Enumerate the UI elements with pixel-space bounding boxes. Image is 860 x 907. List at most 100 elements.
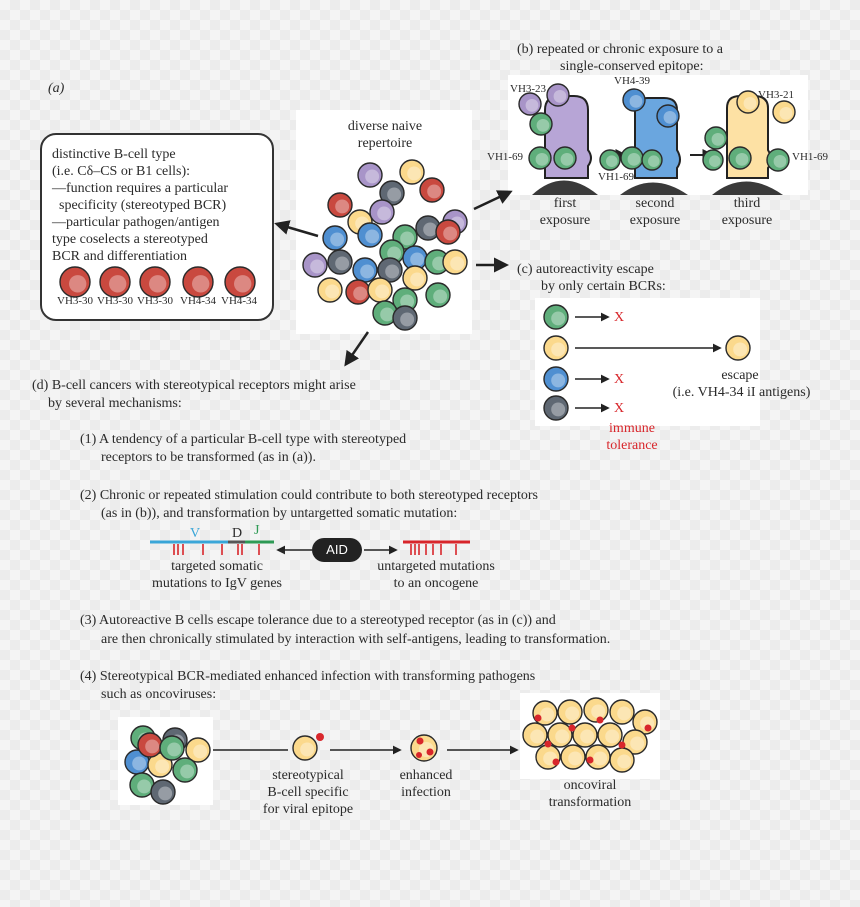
repertoire-cell [442,249,468,275]
b-cell [766,148,790,172]
repertoire-cell [322,225,348,251]
panel-a-cell [99,266,131,298]
virus-particle [552,758,560,766]
repertoire-cell [369,199,395,225]
b-cell [620,146,644,170]
virus-particle [416,737,424,745]
transformed-cell [583,697,609,723]
gene-label-vh4-39: VH4-39 [614,75,651,87]
gene-label-j: J [254,523,260,538]
gene-label-vh1-69-c: VH1-69 [792,151,829,163]
panel-d-title-1: (d) B-cell cancers with stereotypical re… [32,378,356,393]
panel-c-arrows [575,312,722,413]
b-cell [518,92,542,116]
repertoire-cell [402,265,428,291]
virus-particle [568,724,576,732]
untargeted-label-2: to an oncogene [393,576,479,591]
virus-particle [316,733,324,741]
mechanism-4-line-1: (4) Stereotypical BCR-mediated enhanced … [80,669,536,684]
step-1-line-3: for viral epitope [262,802,354,817]
repertoire-cell [327,249,353,275]
panel-a-cell [59,266,91,298]
arrow-to-panel-b [473,190,513,211]
b-cell [529,112,553,136]
virus-particle [544,740,552,748]
panel-b-title-2: single-conserved epitope: [560,59,704,74]
exposure-1-line-2: exposure [539,213,591,228]
panel-a-line-7: BCR and differentiation [52,249,188,264]
panel-c-green-cell [543,304,569,330]
step-2-line-1: enhanced [399,768,453,783]
panel-c-title-2: by only certain BCRs: [541,279,666,294]
targeted-label-2: mutations to IgV genes [151,576,282,591]
exposure-2-line-2: exposure [629,213,681,228]
infected-b-cell [410,734,438,762]
transformed-cell [572,722,598,748]
specific-b-cell [292,735,318,761]
escaped-cell [725,335,751,361]
virus-particle [586,756,594,764]
panel-c-x-1: X [614,310,625,325]
virus-particle [534,714,542,722]
mechanism-2-line-2: (as in (b)), and transformation by untar… [101,506,458,521]
repertoire-cell [372,300,398,326]
b-cell [553,146,577,170]
transformed-cell [609,747,635,773]
targeted-label-1: targeted somatic [171,559,263,574]
panel-d-title-2: by several mechanisms: [48,396,182,411]
mechanism-3-line-2: are then chronically stimulated by inter… [101,632,611,647]
b-cell [622,88,646,112]
repertoire-cell [345,279,371,305]
virus-particle [416,752,422,758]
transformed-cell [609,699,635,725]
repertoire-cell [379,180,405,206]
gene-label-vh1-69-a: VH1-69 [487,151,524,163]
step-3-line-1: oncoviral [563,778,617,793]
panel-a-line-6: type coselects a stereotyped [52,232,208,247]
step-3-line-2: transformation [548,795,632,810]
mechanism-3-line-1: (3) Autoreactive B cells escape toleranc… [80,613,556,628]
panel-a-cell [139,266,171,298]
step-2-line-2: infection [401,785,451,800]
panel-c-blue-cell [543,366,569,392]
panel-c-gray-cell [543,395,569,421]
b-cell [656,104,680,128]
repertoire-cell [392,287,418,313]
panel-a-line-3: —function requires a particular [52,181,229,196]
mechanism-2-line-1: (2) Chronic or repeated stimulation coul… [80,488,538,503]
repertoire-cell [399,159,425,185]
exposure-3-line-1: third [733,196,761,211]
virus-particle [596,716,604,724]
d4-cluster-cell [185,737,211,763]
mechanism-1-line-2: receptors to be transformed (as in (a)). [101,450,316,465]
panel-a-line-1: distinctive B-cell type [52,147,176,162]
repertoire-cell [392,305,418,331]
gene-label-v: V [190,526,201,541]
exposure-1-line-1: first [553,196,577,211]
repertoire-cell [357,162,383,188]
transformed-cell [597,722,623,748]
untargeted-label-1: untargeted mutations [377,559,495,574]
d4-cluster-cell [159,735,185,761]
d4-cluster-cell [137,732,163,758]
escape-label: escape [721,368,759,383]
b-cell [599,149,621,171]
panel-a-cell-label-2: VH3-30 [97,295,134,307]
panel-a-cell-label-3: VH3-30 [137,295,174,307]
panel-a-label: (a) [48,81,65,96]
repertoire-title-2: repertoire [357,136,413,151]
mechanism-4-line-2: such as oncoviruses: [101,687,217,702]
exposure-3-line-2: exposure [721,213,773,228]
b-cell [528,146,552,170]
gene-diagram [150,540,470,555]
gene-label-d: D [232,526,243,541]
panel-c-figure [535,298,760,426]
transformed-cell [560,744,586,770]
transformed-cell [522,722,548,748]
panel-b-title-1: (b) repeated or chronic exposure to a [517,42,724,57]
cells-layer [59,83,796,805]
repertoire-cell [435,219,461,245]
d4-cluster-cell [150,779,176,805]
panel-c-x-3: X [614,401,625,416]
